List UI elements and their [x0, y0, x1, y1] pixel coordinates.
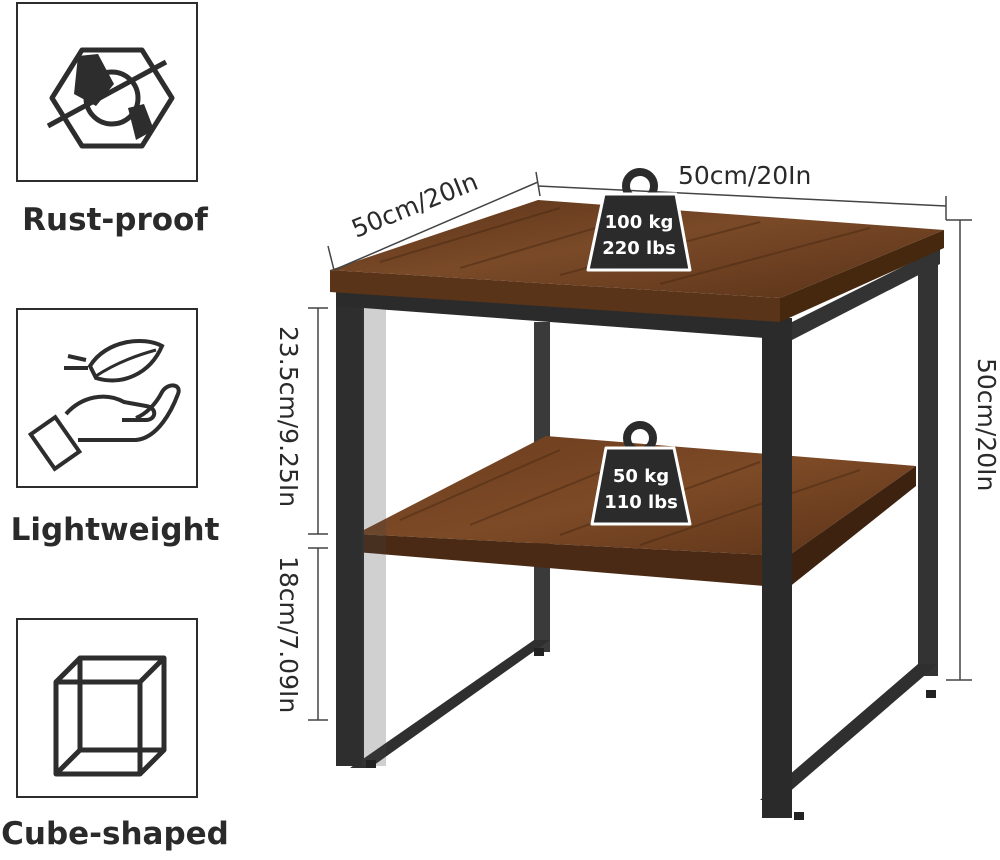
- lower-gap-dimension-label: 18cm/7.09In: [274, 556, 303, 713]
- hand-leaf-icon: [27, 338, 181, 472]
- top-weight-badge: 100 kg 220 lbs: [586, 168, 692, 272]
- back-right-leg: [918, 246, 938, 676]
- shelf-load-kg: 50 kg: [613, 466, 669, 487]
- height-dimension-label: 50cm/20In: [972, 358, 1000, 491]
- lightweight-box: [16, 308, 198, 488]
- upper-gap-dimension-label: 23.5cm/9.25In: [274, 326, 303, 507]
- rust-proof-box: [16, 2, 198, 182]
- width-dimension-label: 50cm/20In: [678, 161, 811, 190]
- rust-proof-icon: [46, 47, 175, 149]
- depth-dim-line: [333, 181, 539, 271]
- shelf-weight-badge: 50 kg 110 lbs: [590, 421, 692, 526]
- feature-label-lightweight: Lightweight: [10, 512, 220, 548]
- top-load-kg: 100 kg: [605, 212, 674, 233]
- shelf-load-lbs: 110 lbs: [604, 492, 678, 513]
- width-dim-line: [537, 185, 947, 207]
- cube-shaped-box: [16, 618, 198, 798]
- feature-label-rust-proof: Rust-proof: [22, 202, 208, 238]
- cube-icon: [53, 655, 167, 777]
- front-left-leg: [336, 292, 364, 766]
- feature-label-cube-shaped: Cube-shaped: [1, 816, 229, 852]
- top-load-lbs: 220 lbs: [602, 238, 676, 259]
- front-right-leg: [762, 318, 792, 818]
